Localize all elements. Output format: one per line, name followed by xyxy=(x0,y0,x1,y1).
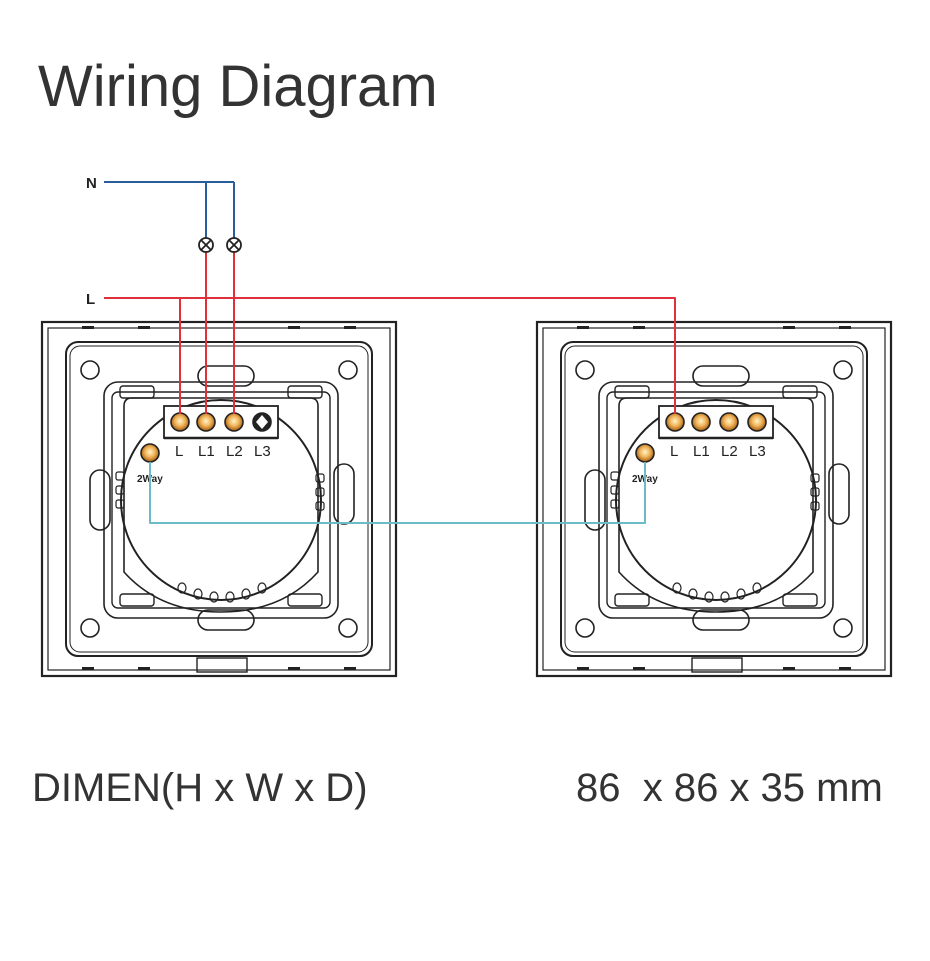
terminal-label-l1: L1 xyxy=(693,443,710,460)
page-title: Wiring Diagram xyxy=(38,54,438,119)
lamp-1-icon xyxy=(198,237,214,253)
terminal-l1 xyxy=(196,412,216,432)
terminal-2way xyxy=(635,443,655,463)
terminal-label-l2: L2 xyxy=(721,443,738,460)
terminal-l2 xyxy=(224,412,244,432)
terminal-2way xyxy=(140,443,160,463)
switch-outer-frame xyxy=(535,320,893,678)
traveler-wire xyxy=(149,462,646,524)
terminal-label-l: L xyxy=(670,443,678,460)
dimensions-label: DIMEN(H x W x D) xyxy=(32,766,368,810)
terminal-l xyxy=(665,412,685,432)
terminal-label-l3: L3 xyxy=(749,443,766,460)
live-wire xyxy=(104,297,676,414)
terminal-label-l: L xyxy=(175,443,183,460)
live-label: L xyxy=(86,291,95,308)
switch-2: L L1 L2 L3 2Way xyxy=(535,320,893,678)
terminal-l2 xyxy=(719,412,739,432)
terminal-l3 xyxy=(747,412,767,432)
neutral-label: N xyxy=(86,175,97,192)
terminal-label-l1: L1 xyxy=(198,443,215,460)
switch-1: L L1 L2 L3 2Way xyxy=(40,320,398,678)
terminal-label-l3: L3 xyxy=(254,443,271,460)
terminal-l1 xyxy=(691,412,711,432)
lamp-2-icon xyxy=(226,237,242,253)
terminal-label-l2: L2 xyxy=(226,443,243,460)
terminal-l xyxy=(170,412,190,432)
switch-outer-frame xyxy=(40,320,398,678)
dimensions-value: 86 x 86 x 35 mm xyxy=(576,766,883,810)
